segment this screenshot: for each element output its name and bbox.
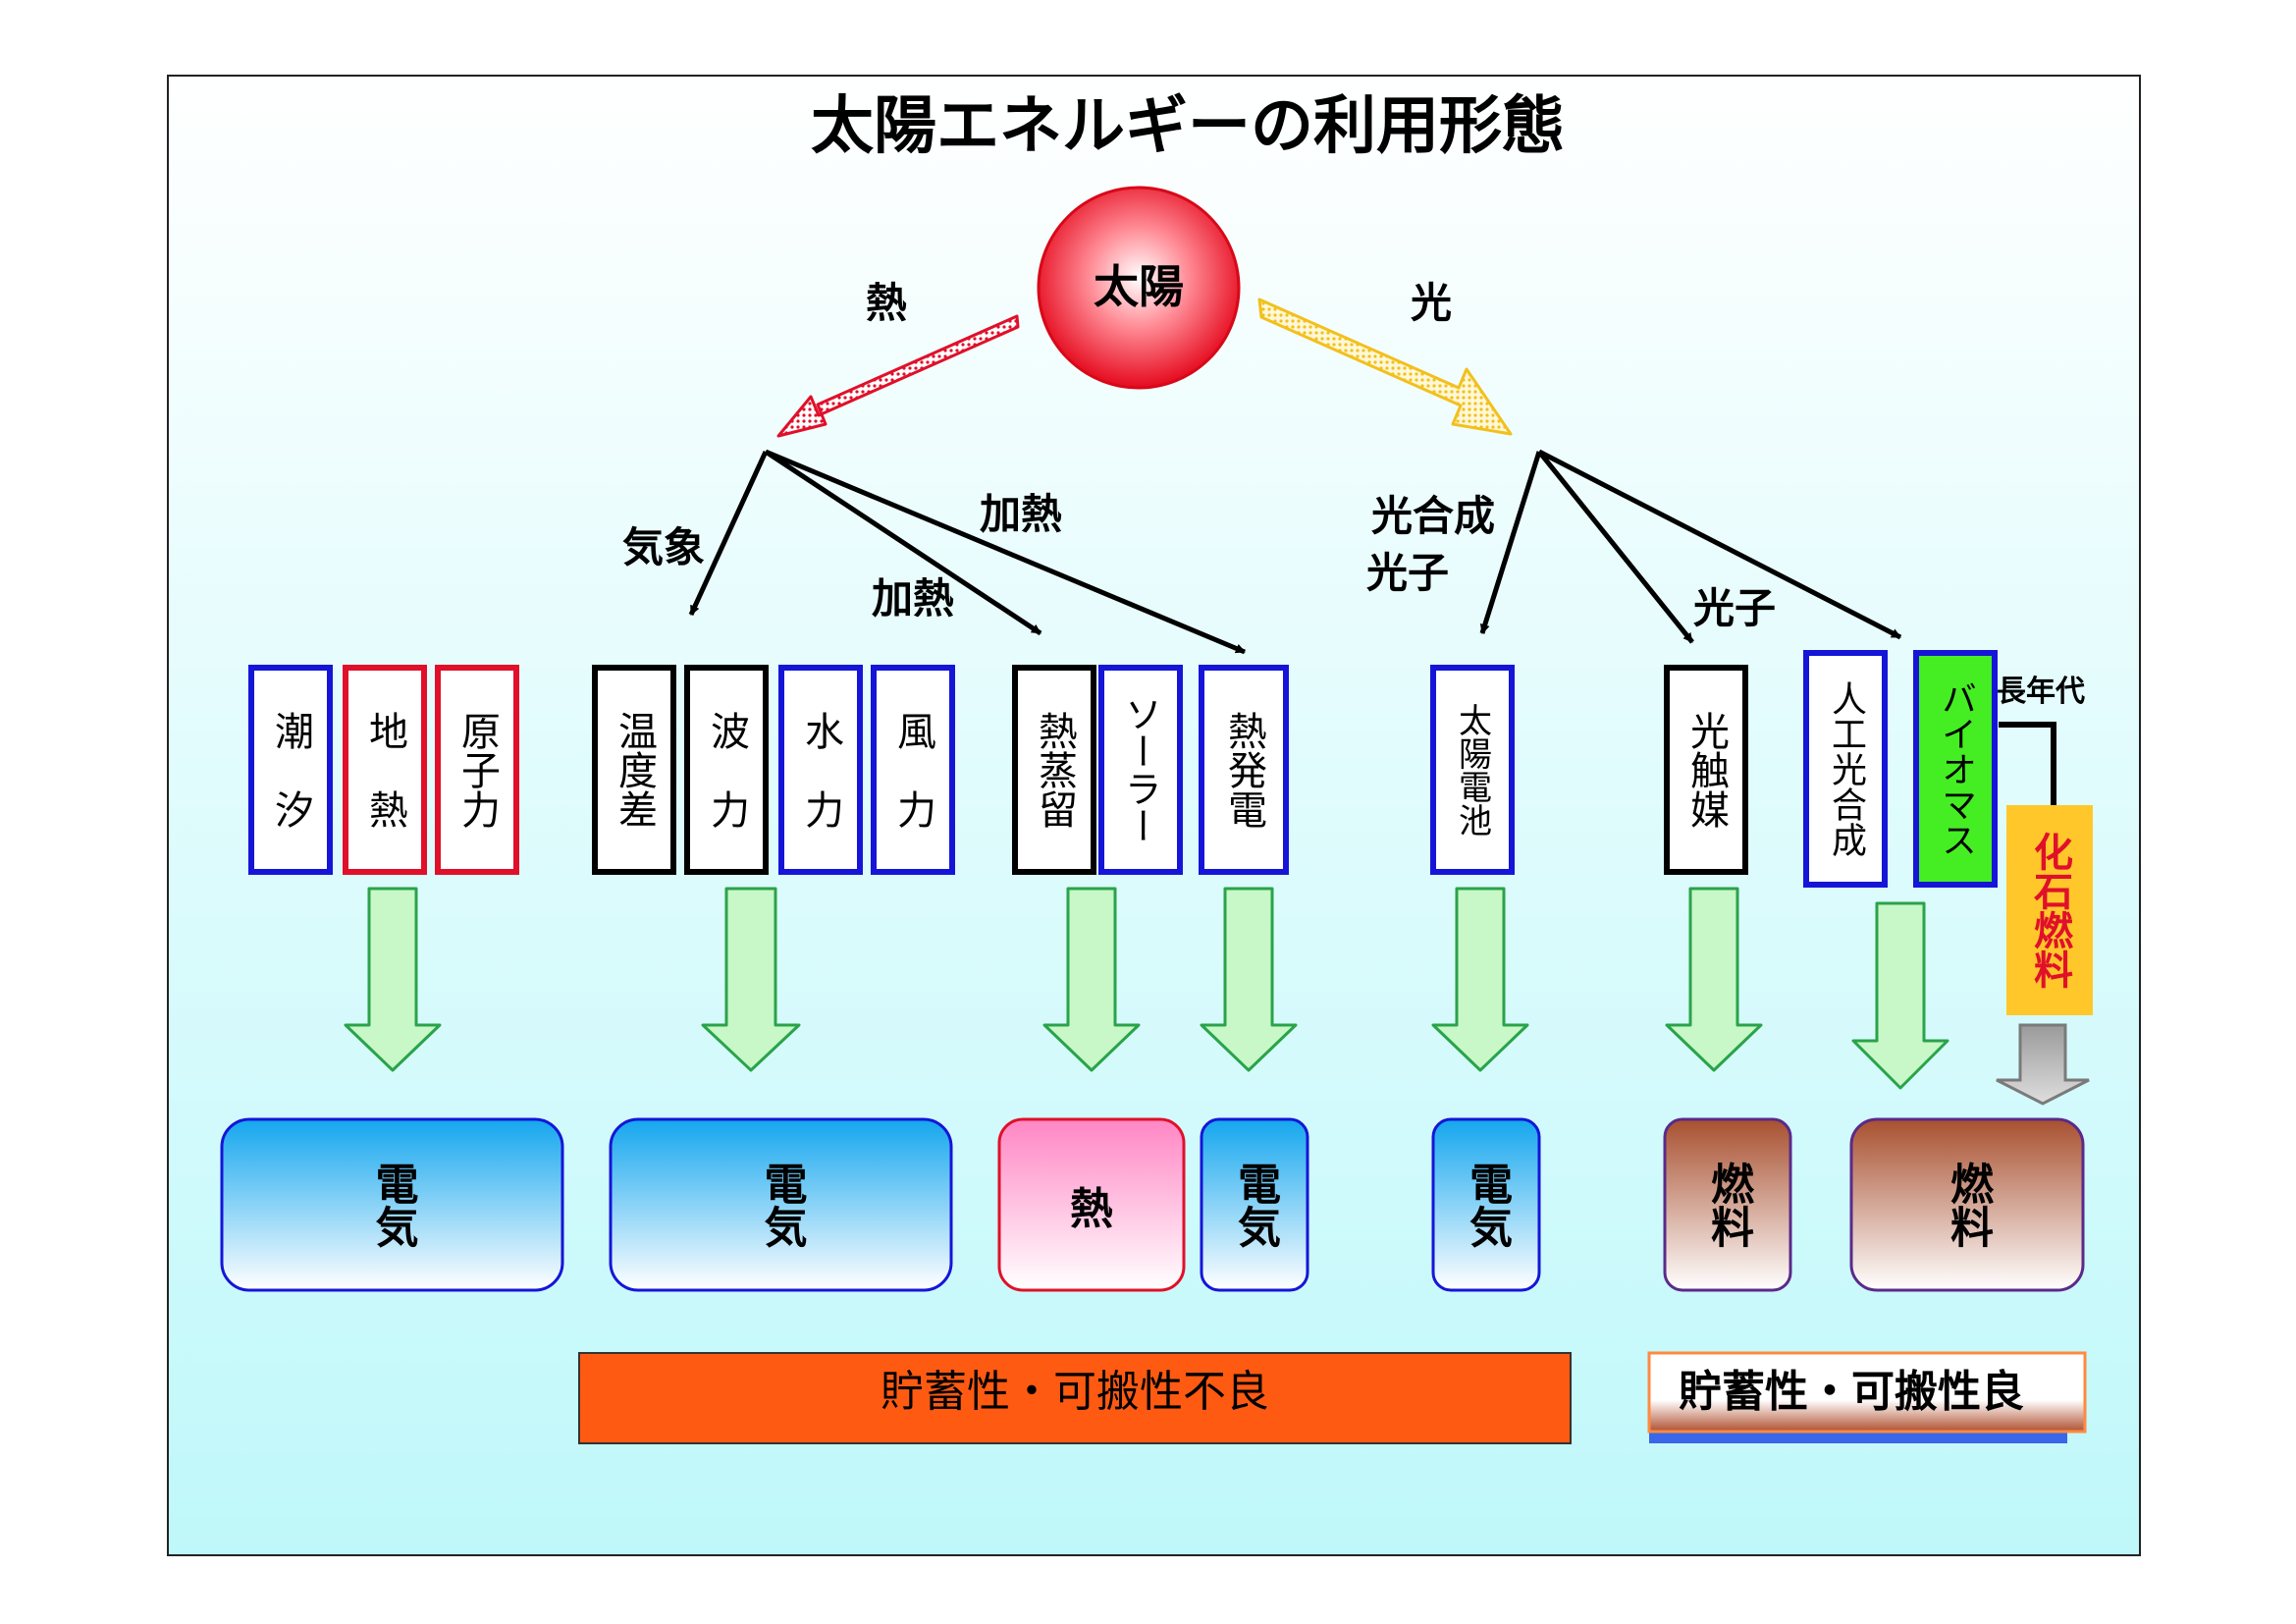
source-label-wave: 波 力 (704, 711, 749, 829)
output-label-fuel-2: 燃料 (1943, 1162, 1993, 1248)
fossil-fuel-label: 化石燃料 (2027, 832, 2072, 989)
source-box-wave (684, 665, 769, 875)
source-label-temp-diff: 温度差 (612, 711, 657, 829)
branch-arrow-photocatalyst (1537, 450, 1694, 644)
page-title: 太陽エネルギーの利用形態 (811, 90, 1565, 163)
source-box-geothermal (343, 665, 427, 875)
poor-storage-label: 貯蓄性・可搬性不良 (881, 1367, 1269, 1417)
source-label-nuclear: 原子力 (454, 711, 500, 829)
source-label-artificial-photosynthesis: 人工光合成 (1826, 680, 1866, 857)
source-box-thermal-power (1199, 665, 1289, 875)
output-label-elec-1: 電気 (367, 1162, 418, 1248)
output-label-heat: 熱 (1070, 1184, 1113, 1234)
fossil-fuel-box (2006, 805, 2093, 1015)
source-box-solar (1098, 665, 1183, 875)
output-label-elec-3: 電気 (1230, 1162, 1280, 1248)
photon-label-2: 光子 (1693, 584, 1776, 632)
source-label-biomass: バイオマス (1936, 680, 1976, 857)
output-boxes (220, 1117, 2085, 1292)
light-branch-label: 光 (1411, 279, 1452, 327)
output-box-elec-2 (609, 1117, 953, 1292)
heat-branch-label: 熱 (866, 279, 907, 327)
source-label-hydro: 水 力 (798, 711, 843, 829)
down-arrow-5 (1431, 887, 1529, 1072)
light-block-arrow (1257, 298, 1513, 436)
source-box-solar-cell (1430, 665, 1515, 875)
branch-arrows (688, 449, 1902, 655)
heating-label-1: 加熱 (980, 490, 1062, 538)
source-label-distill: 熱蒸留 (1032, 711, 1077, 829)
sun-label: 太陽 (1094, 260, 1184, 313)
good-storage-bar (1647, 1351, 2087, 1434)
output-box-elec-1 (220, 1117, 564, 1292)
source-box-wind (871, 665, 955, 875)
down-arrow-2 (701, 887, 801, 1072)
good-storage-label: 貯蓄性・可搬性良 (1679, 1367, 2024, 1417)
source-box-photocatalyst (1664, 665, 1748, 875)
source-label-solar-cell: 太陽電池 (1452, 703, 1492, 837)
branch-arrow-solar-cell (1479, 451, 1542, 634)
output-label-elec-4: 電気 (1462, 1162, 1512, 1248)
down-arrow-6 (1665, 887, 1763, 1072)
source-box-distill (1012, 665, 1096, 875)
poor-storage-bar (578, 1352, 1572, 1444)
output-box-elec-4 (1431, 1117, 1541, 1292)
down-arrow-7 (1851, 901, 1949, 1090)
output-box-heat (997, 1117, 1186, 1292)
output-label-fuel-1: 燃料 (1703, 1162, 1753, 1248)
output-box-elec-3 (1200, 1117, 1309, 1292)
source-label-solar: ソーラー (1118, 695, 1162, 844)
source-label-tide: 潮 汐 (268, 711, 313, 829)
branch-arrow-weather (688, 450, 769, 617)
source-label-wind: 風 力 (890, 711, 935, 829)
heating-label-2: 加熱 (872, 574, 954, 623)
down-arrow-3 (1042, 887, 1141, 1072)
output-box-fuel-1 (1663, 1117, 1792, 1292)
source-box-temp-diff (592, 665, 676, 875)
long-age-connector (1999, 722, 2056, 807)
down-arrow-1 (344, 887, 442, 1072)
branch-arrow-distill (764, 449, 1042, 636)
photon-label-1: 光子 (1366, 549, 1449, 597)
source-label-photocatalyst: 光触媒 (1683, 711, 1729, 829)
output-label-elec-2: 電気 (756, 1162, 807, 1248)
long-age-label: 長年代 (1997, 675, 2085, 709)
source-box-tide (248, 665, 333, 875)
source-box-artificial-photosynthesis (1803, 650, 1888, 888)
output-box-fuel-2 (1849, 1117, 2085, 1292)
sun-circle (1037, 186, 1241, 390)
down-arrows (344, 887, 1949, 1090)
branch-arrow-thermal (765, 449, 1246, 655)
source-label-geothermal: 地 熱 (362, 711, 407, 829)
source-box-biomass (1913, 650, 1998, 888)
fossil-down-arrow (1996, 1023, 2090, 1106)
branch-arrow-biomass (1537, 449, 1902, 640)
source-boxes (248, 650, 1998, 888)
heat-block-arrow (776, 314, 1020, 438)
photosynthesis-label: 光合成 (1371, 492, 1495, 540)
source-box-nuclear (435, 665, 519, 875)
source-label-thermal-power: 熱発電 (1221, 711, 1266, 829)
weather-label: 気象 (622, 523, 705, 571)
down-arrow-4 (1200, 887, 1298, 1072)
source-box-hydro (778, 665, 863, 875)
